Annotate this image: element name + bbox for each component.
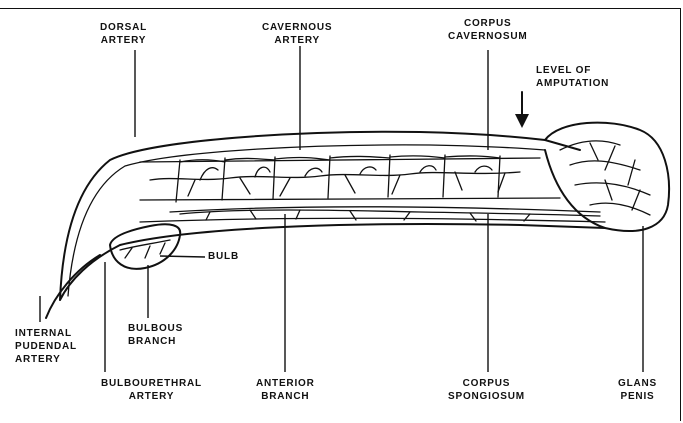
label-bulb: BULB	[208, 250, 239, 263]
amputation-arrow-head	[515, 114, 529, 128]
label-corpus-cavernosum: CORPUS CAVERNOSUM	[448, 17, 527, 43]
label-anterior-branch: ANTERIOR BRANCH	[256, 377, 315, 403]
label-corpus-spongiosum: CORPUS SPONGIOSUM	[448, 377, 525, 403]
bulb-outline	[110, 224, 180, 269]
label-dorsal-artery: DORSAL ARTERY	[100, 21, 147, 47]
corpus-spongiosum-bottom	[140, 218, 605, 222]
label-bulbous-branch: BULBOUS BRANCH	[128, 322, 183, 348]
dorsal-artery-course	[68, 145, 545, 296]
label-bulbourethral-artery: BULBOURETHRAL ARTERY	[101, 377, 202, 403]
label-glans-penis: GLANS PENIS	[618, 377, 657, 403]
label-internal-pudendal-artery: INTERNAL PUDENDAL ARTERY	[15, 327, 77, 366]
glans-vessels	[560, 141, 650, 215]
shaft-outline	[60, 132, 605, 300]
corpus-cavernosum-bottom	[140, 198, 560, 200]
cavernous-artery-branches	[150, 166, 520, 196]
label-cavernous-artery: CAVERNOUS ARTERY	[262, 21, 332, 47]
label-level-of-amputation: LEVEL OF AMPUTATION	[536, 64, 609, 90]
internal-pudendal-artery	[46, 255, 100, 318]
